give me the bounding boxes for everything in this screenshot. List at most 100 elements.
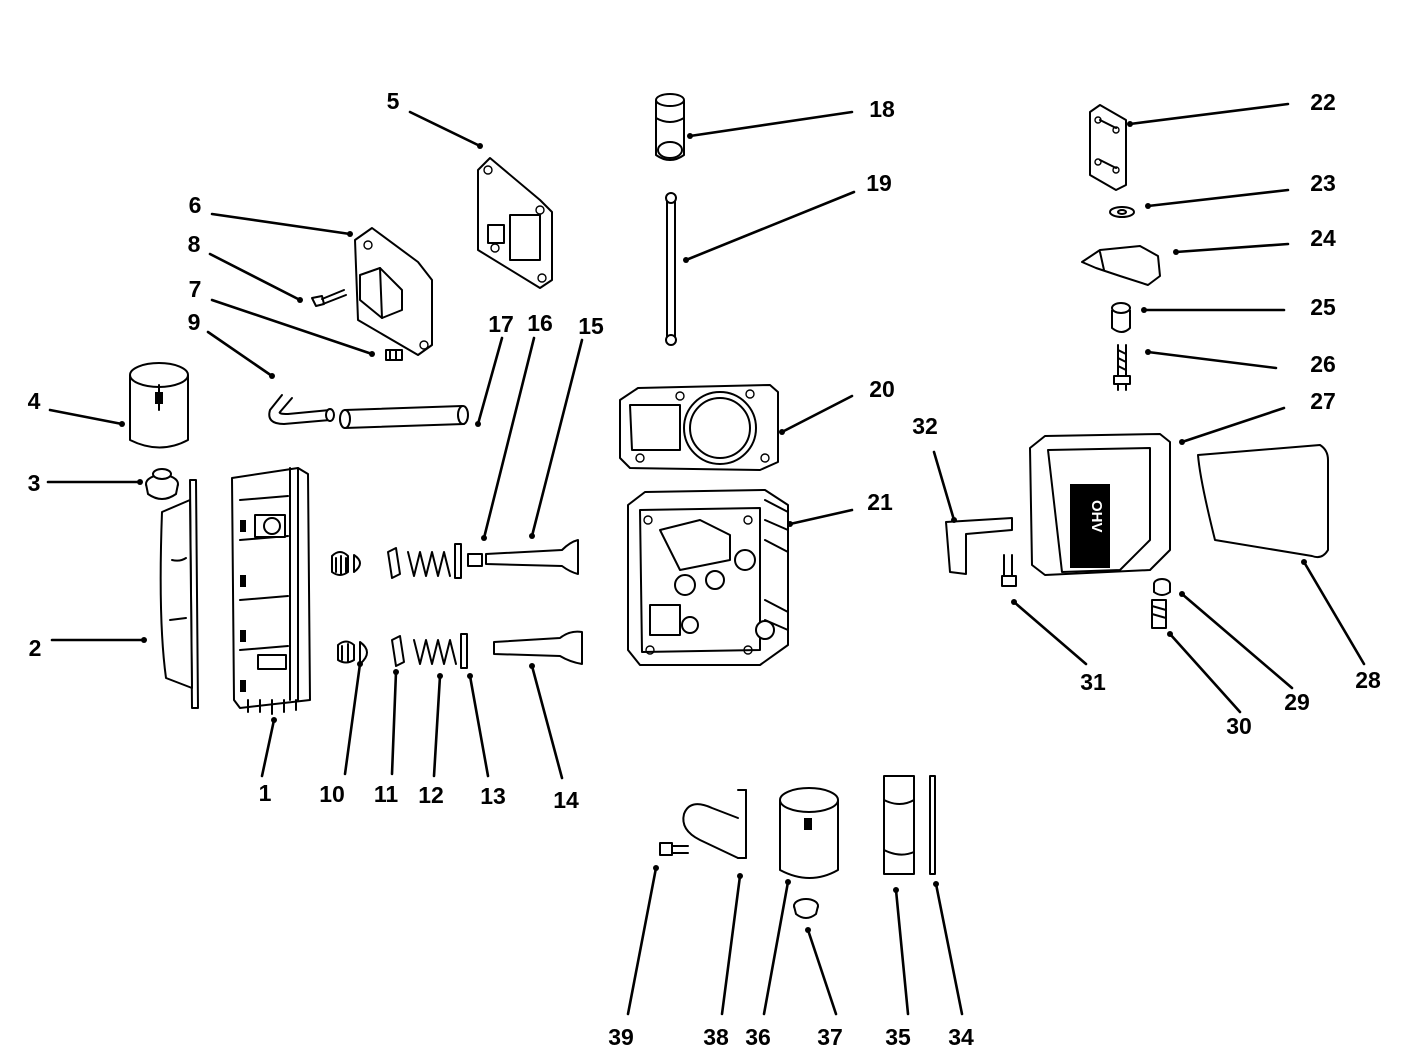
leader-12 bbox=[432, 674, 442, 778]
callout-29: 29 bbox=[1284, 689, 1310, 715]
leader-38 bbox=[720, 874, 742, 1016]
part-20-head-gasket bbox=[619, 384, 779, 471]
ohv-marking: OHV bbox=[1088, 500, 1105, 533]
leader-20 bbox=[780, 394, 854, 434]
leader-39 bbox=[626, 866, 658, 1016]
leader-lines bbox=[46, 102, 1366, 1016]
part-38-u-bracket bbox=[682, 789, 747, 859]
leader-29 bbox=[1180, 592, 1294, 690]
part-37-cap bbox=[793, 898, 819, 919]
leader-14 bbox=[530, 664, 564, 780]
leader-10 bbox=[343, 662, 362, 776]
leader-7 bbox=[210, 298, 374, 356]
leader-32 bbox=[932, 450, 956, 522]
callout-24: 24 bbox=[1310, 225, 1336, 251]
part-17-breather-tube bbox=[339, 405, 469, 429]
part-36-cylinder-can bbox=[779, 787, 839, 879]
callout-34: 34 bbox=[948, 1024, 974, 1050]
callout-16: 16 bbox=[527, 310, 553, 336]
leader-37 bbox=[806, 928, 838, 1016]
part-6-breather-cover bbox=[354, 227, 433, 356]
callout-39: 39 bbox=[608, 1024, 634, 1050]
part-26-stud bbox=[1113, 344, 1131, 391]
leader-17 bbox=[476, 336, 504, 426]
part-30-screw bbox=[1151, 599, 1167, 629]
leader-24 bbox=[1174, 242, 1290, 254]
leader-13 bbox=[468, 674, 490, 778]
callout-6: 6 bbox=[189, 192, 202, 218]
leader-19 bbox=[684, 190, 856, 262]
callout-7: 7 bbox=[189, 276, 202, 302]
leader-27 bbox=[1180, 406, 1286, 444]
callout-18: 18 bbox=[869, 96, 895, 122]
leader-23 bbox=[1146, 188, 1290, 208]
callout-3: 3 bbox=[28, 470, 41, 496]
callout-11: 11 bbox=[374, 781, 399, 807]
leader-31 bbox=[1012, 600, 1088, 666]
callout-26: 26 bbox=[1310, 351, 1336, 377]
part-27-rocker-cover: OHV bbox=[1029, 433, 1171, 576]
part-4-cylinder-can bbox=[129, 362, 189, 449]
callout-22: 22 bbox=[1310, 89, 1336, 115]
part-21-cylinder-head bbox=[627, 489, 789, 666]
callout-31: 31 bbox=[1080, 669, 1106, 695]
callout-1: 1 bbox=[259, 780, 272, 806]
leader-21 bbox=[788, 508, 854, 526]
callout-15: 15 bbox=[578, 313, 604, 339]
callout-10: 10 bbox=[319, 781, 345, 807]
lower-valve-assembly bbox=[337, 630, 583, 669]
leader-22 bbox=[1128, 102, 1290, 126]
callout-21: 21 bbox=[867, 489, 893, 515]
callout-25: 25 bbox=[1310, 294, 1336, 320]
part-2-baffle-plate bbox=[159, 479, 199, 709]
callout-2: 2 bbox=[29, 635, 42, 661]
part-18-tappet bbox=[655, 93, 685, 161]
leader-5 bbox=[408, 110, 482, 148]
part-29-cap bbox=[1153, 578, 1171, 596]
part-1-head-block bbox=[231, 467, 311, 715]
callout-27: 27 bbox=[1310, 388, 1336, 414]
leader-11 bbox=[390, 670, 398, 776]
leader-9 bbox=[206, 330, 274, 378]
callout-38: 38 bbox=[703, 1024, 729, 1050]
part-31-screw bbox=[1001, 554, 1017, 587]
part-5-gasket bbox=[477, 157, 553, 289]
callout-13: 13 bbox=[480, 783, 506, 809]
callout-12: 12 bbox=[418, 782, 444, 808]
leader-36 bbox=[762, 880, 790, 1016]
callout-30: 30 bbox=[1226, 713, 1252, 739]
callout-19: 19 bbox=[866, 170, 892, 196]
part-28-cover-gasket bbox=[1197, 444, 1329, 559]
leader-35 bbox=[894, 888, 910, 1016]
part-39-bolt bbox=[659, 842, 689, 856]
leader-30 bbox=[1168, 632, 1242, 714]
callout-14: 14 bbox=[553, 787, 579, 813]
leader-26 bbox=[1146, 350, 1278, 370]
leader-18 bbox=[688, 110, 854, 138]
part-24-rocker-arm bbox=[1081, 245, 1161, 286]
part-34-strip bbox=[929, 775, 936, 875]
callout-35: 35 bbox=[885, 1024, 911, 1050]
leader-34 bbox=[934, 882, 964, 1016]
callout-36: 36 bbox=[745, 1024, 771, 1050]
callout-17: 17 bbox=[488, 311, 514, 337]
part-3-cap-nut bbox=[145, 468, 179, 500]
leader-28 bbox=[1302, 560, 1366, 666]
leader-4 bbox=[48, 408, 124, 426]
leader-6 bbox=[210, 212, 352, 236]
part-32-bracket bbox=[945, 517, 1013, 575]
callout-4: 4 bbox=[28, 388, 41, 414]
callout-5: 5 bbox=[387, 88, 400, 114]
callout-20: 20 bbox=[869, 376, 895, 402]
part-9-elbow-hose bbox=[268, 394, 335, 425]
callout-37: 37 bbox=[817, 1024, 843, 1050]
part-7-screw bbox=[385, 349, 403, 361]
callout-28: 28 bbox=[1355, 667, 1381, 693]
part-22-plate bbox=[1089, 104, 1127, 191]
leader-dots bbox=[119, 121, 1307, 933]
callout-23: 23 bbox=[1310, 170, 1336, 196]
leader-15 bbox=[530, 338, 584, 538]
callout-labels: 1 2 3 4 5 6 7 8 9 10 11 12 13 14 15 16 1… bbox=[28, 88, 1381, 1050]
callout-32: 32 bbox=[912, 413, 938, 439]
